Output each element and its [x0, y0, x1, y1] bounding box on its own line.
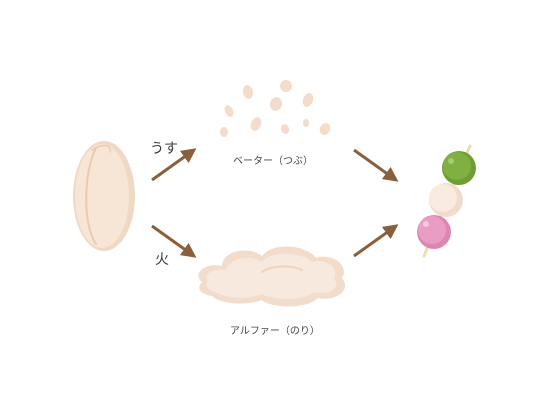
- label-fire: 火: [155, 252, 169, 268]
- label-mortar: うす: [150, 141, 178, 157]
- label-beta: ベーター（つぶ）: [233, 156, 313, 167]
- arrow-top-right: [353, 148, 399, 182]
- rice-granules-icon: [220, 80, 331, 137]
- arrow-bottom-right: [353, 224, 399, 258]
- label-alpha: アルファー（のり）: [230, 326, 320, 337]
- arrow-top-left: [151, 148, 197, 182]
- rice-grain-icon: [73, 141, 135, 251]
- rice-paste-icon: [198, 246, 346, 307]
- dango-icon: [417, 144, 476, 258]
- arrow-bottom-left: [151, 224, 197, 258]
